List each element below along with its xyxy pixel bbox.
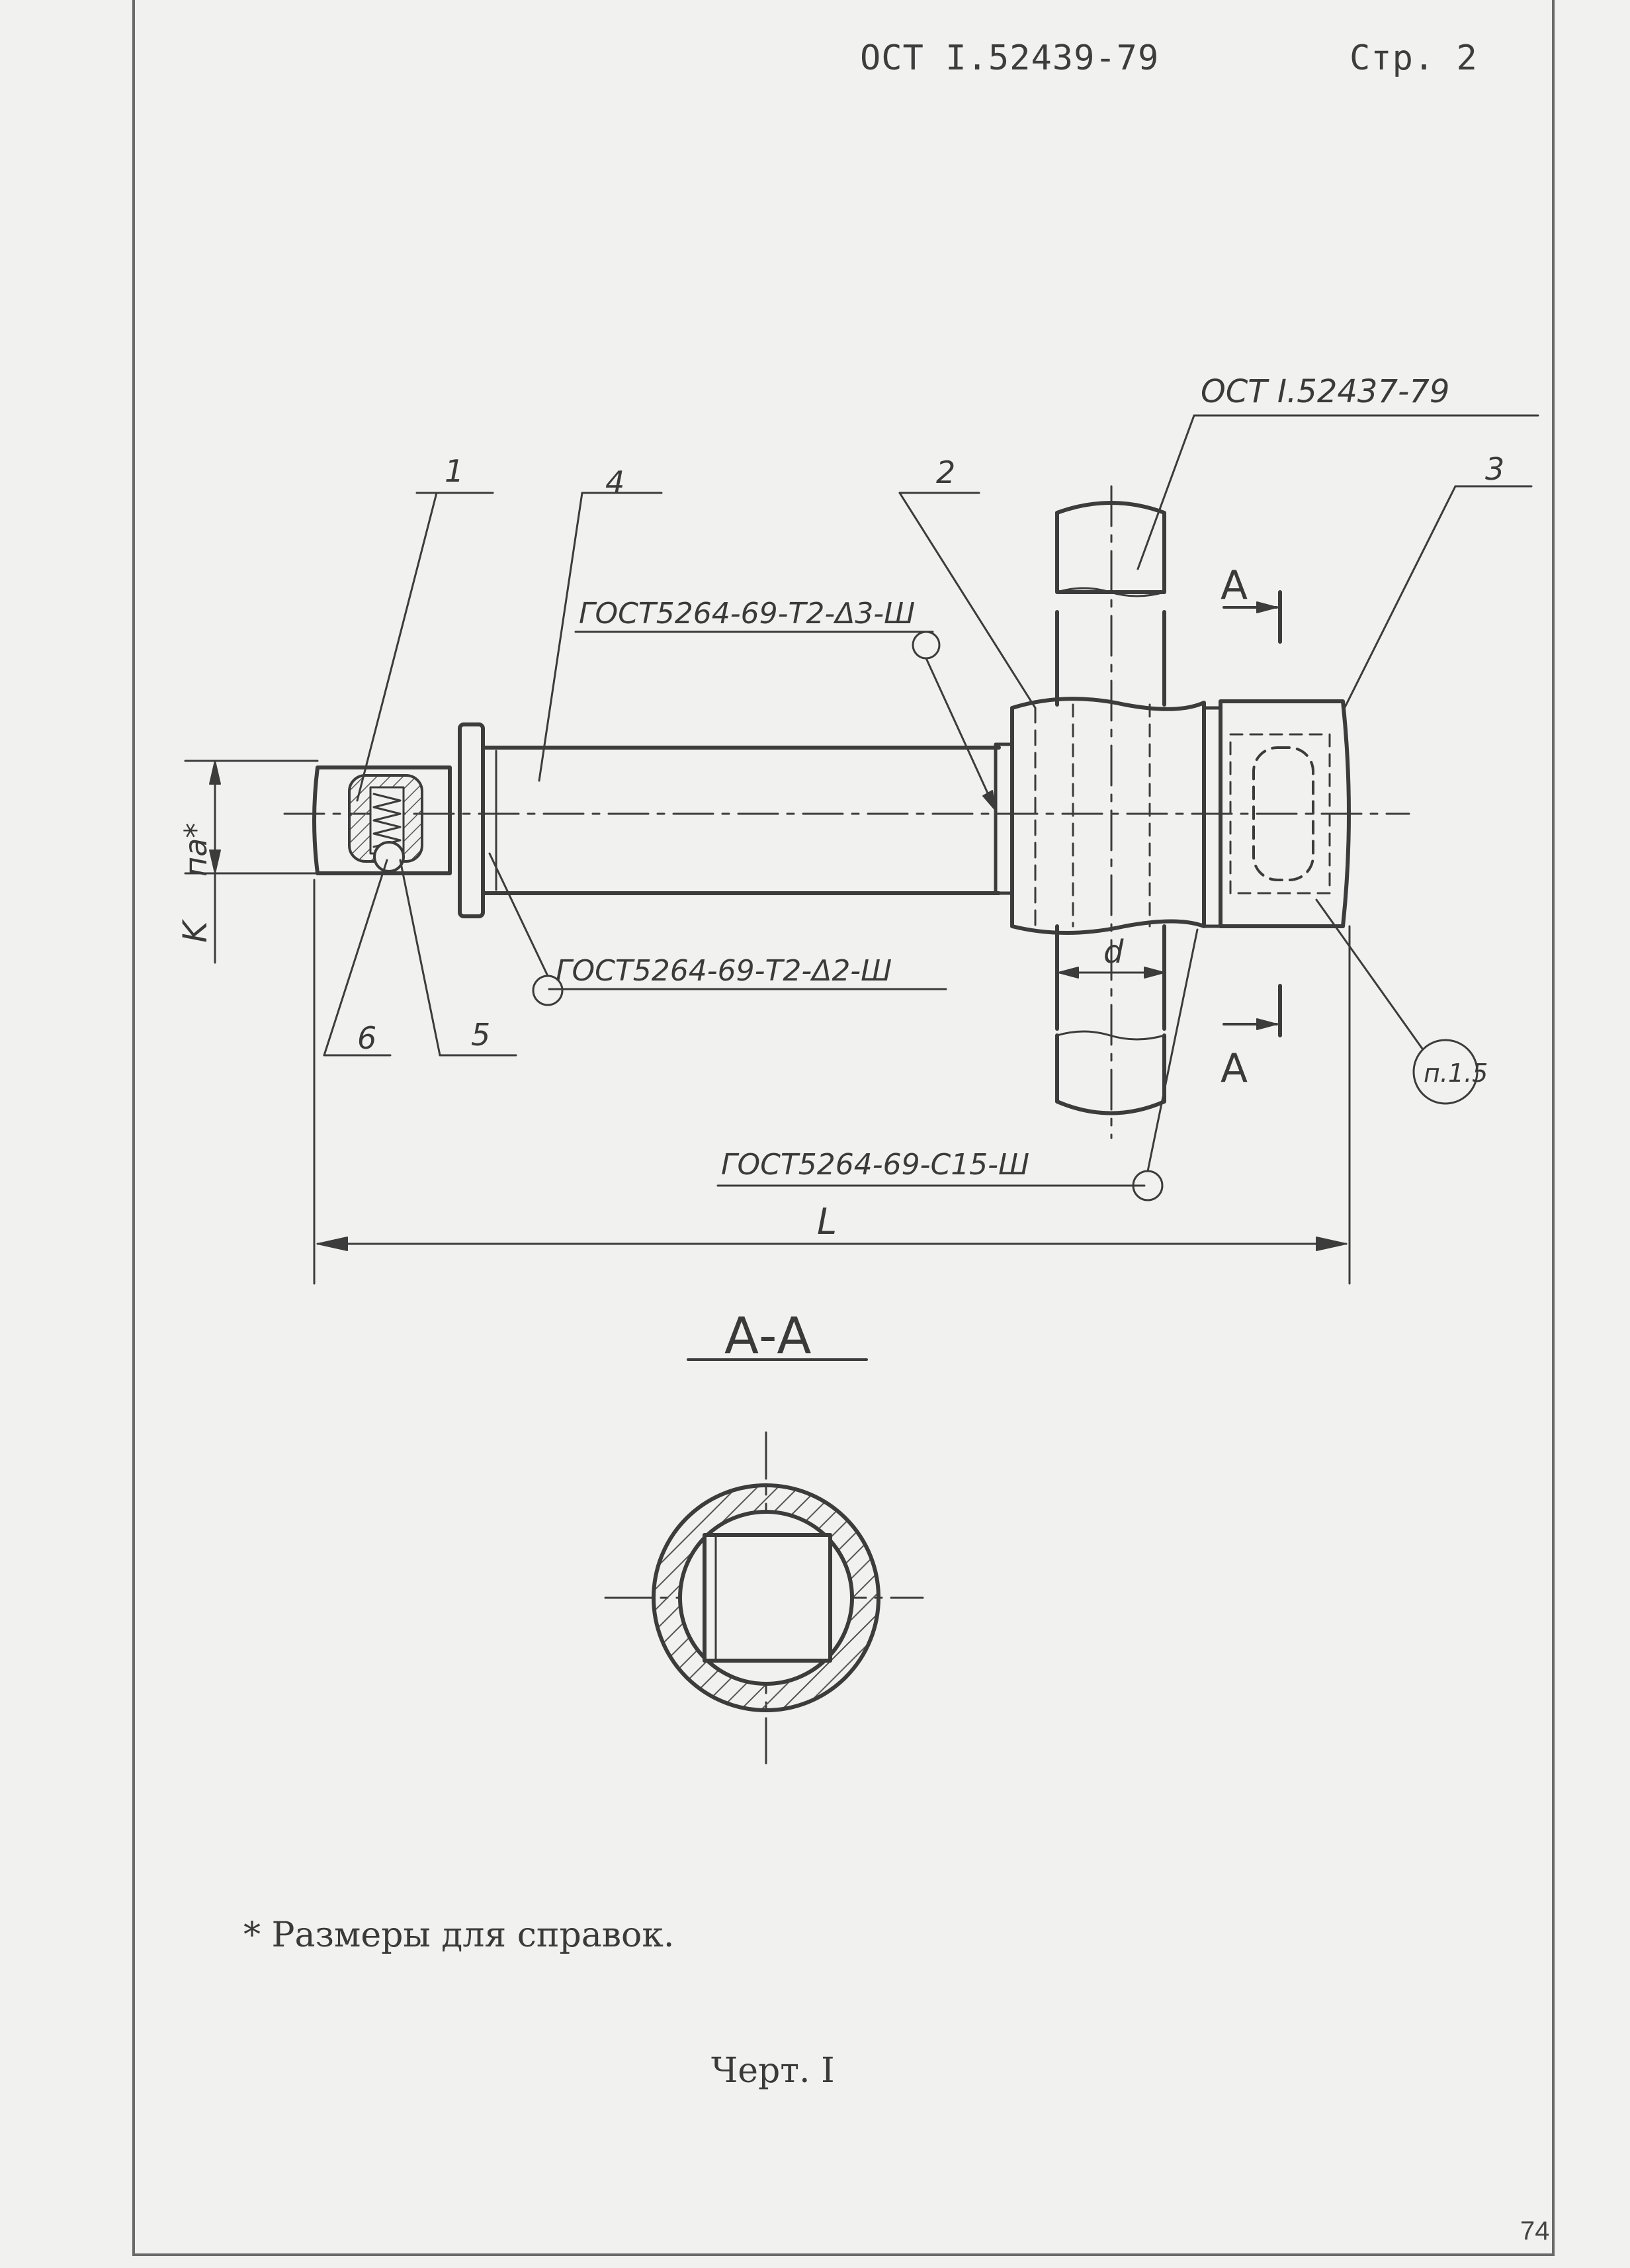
callout-3: 3	[1485, 451, 1504, 487]
page-number: 74	[1520, 2216, 1550, 2246]
callout-4: 4	[605, 464, 624, 500]
dimension-diameter: d	[1103, 934, 1124, 971]
callout-5: 5	[471, 1017, 490, 1053]
socket-part	[1219, 699, 1351, 928]
section-marker-bottom: А	[1221, 1045, 1248, 1092]
page-label: Стр. 2	[1350, 38, 1478, 78]
section-square	[703, 1533, 832, 1663]
document-code: ОСТ I.52439-79	[860, 38, 1160, 78]
dimension-length: L	[817, 1201, 837, 1243]
dimension-ref: па*	[178, 823, 214, 877]
shaft-bottom	[1055, 1033, 1166, 1115]
flange	[458, 722, 485, 918]
section-marker-top: А	[1221, 562, 1248, 609]
callout-1: 1	[445, 453, 464, 489]
callout-6: 6	[357, 1020, 376, 1056]
ball	[373, 841, 405, 873]
note-reference: п.1.5	[1424, 1059, 1488, 1088]
dimension-k: K	[176, 918, 214, 943]
weld-note-bottom: ГОСТ5264-69-С15-Ш	[721, 1148, 1029, 1182]
drawing-labels: ОСТ I.52437-79 1 2 3 4 5 6 ГОСТ5264-69-Т…	[176, 373, 1504, 1365]
ref-standard: ОСТ I.52437-79	[1201, 373, 1449, 410]
figure-caption: Черт. I	[711, 2051, 835, 2091]
page-frame	[132, 0, 1555, 2256]
spring	[372, 793, 402, 848]
shaft-top	[1055, 501, 1166, 594]
section-title: А-А	[724, 1306, 811, 1365]
hub-part	[1010, 697, 1206, 935]
weld-note-top: ГОСТ5264-69-Т2-Δ3-Ш	[579, 597, 915, 631]
callout-2: 2	[936, 455, 955, 490]
reference-note: * Размеры для справок.	[243, 1915, 675, 1955]
weld-note-middle: ГОСТ5264-69-Т2-Δ2-Ш	[556, 954, 892, 988]
